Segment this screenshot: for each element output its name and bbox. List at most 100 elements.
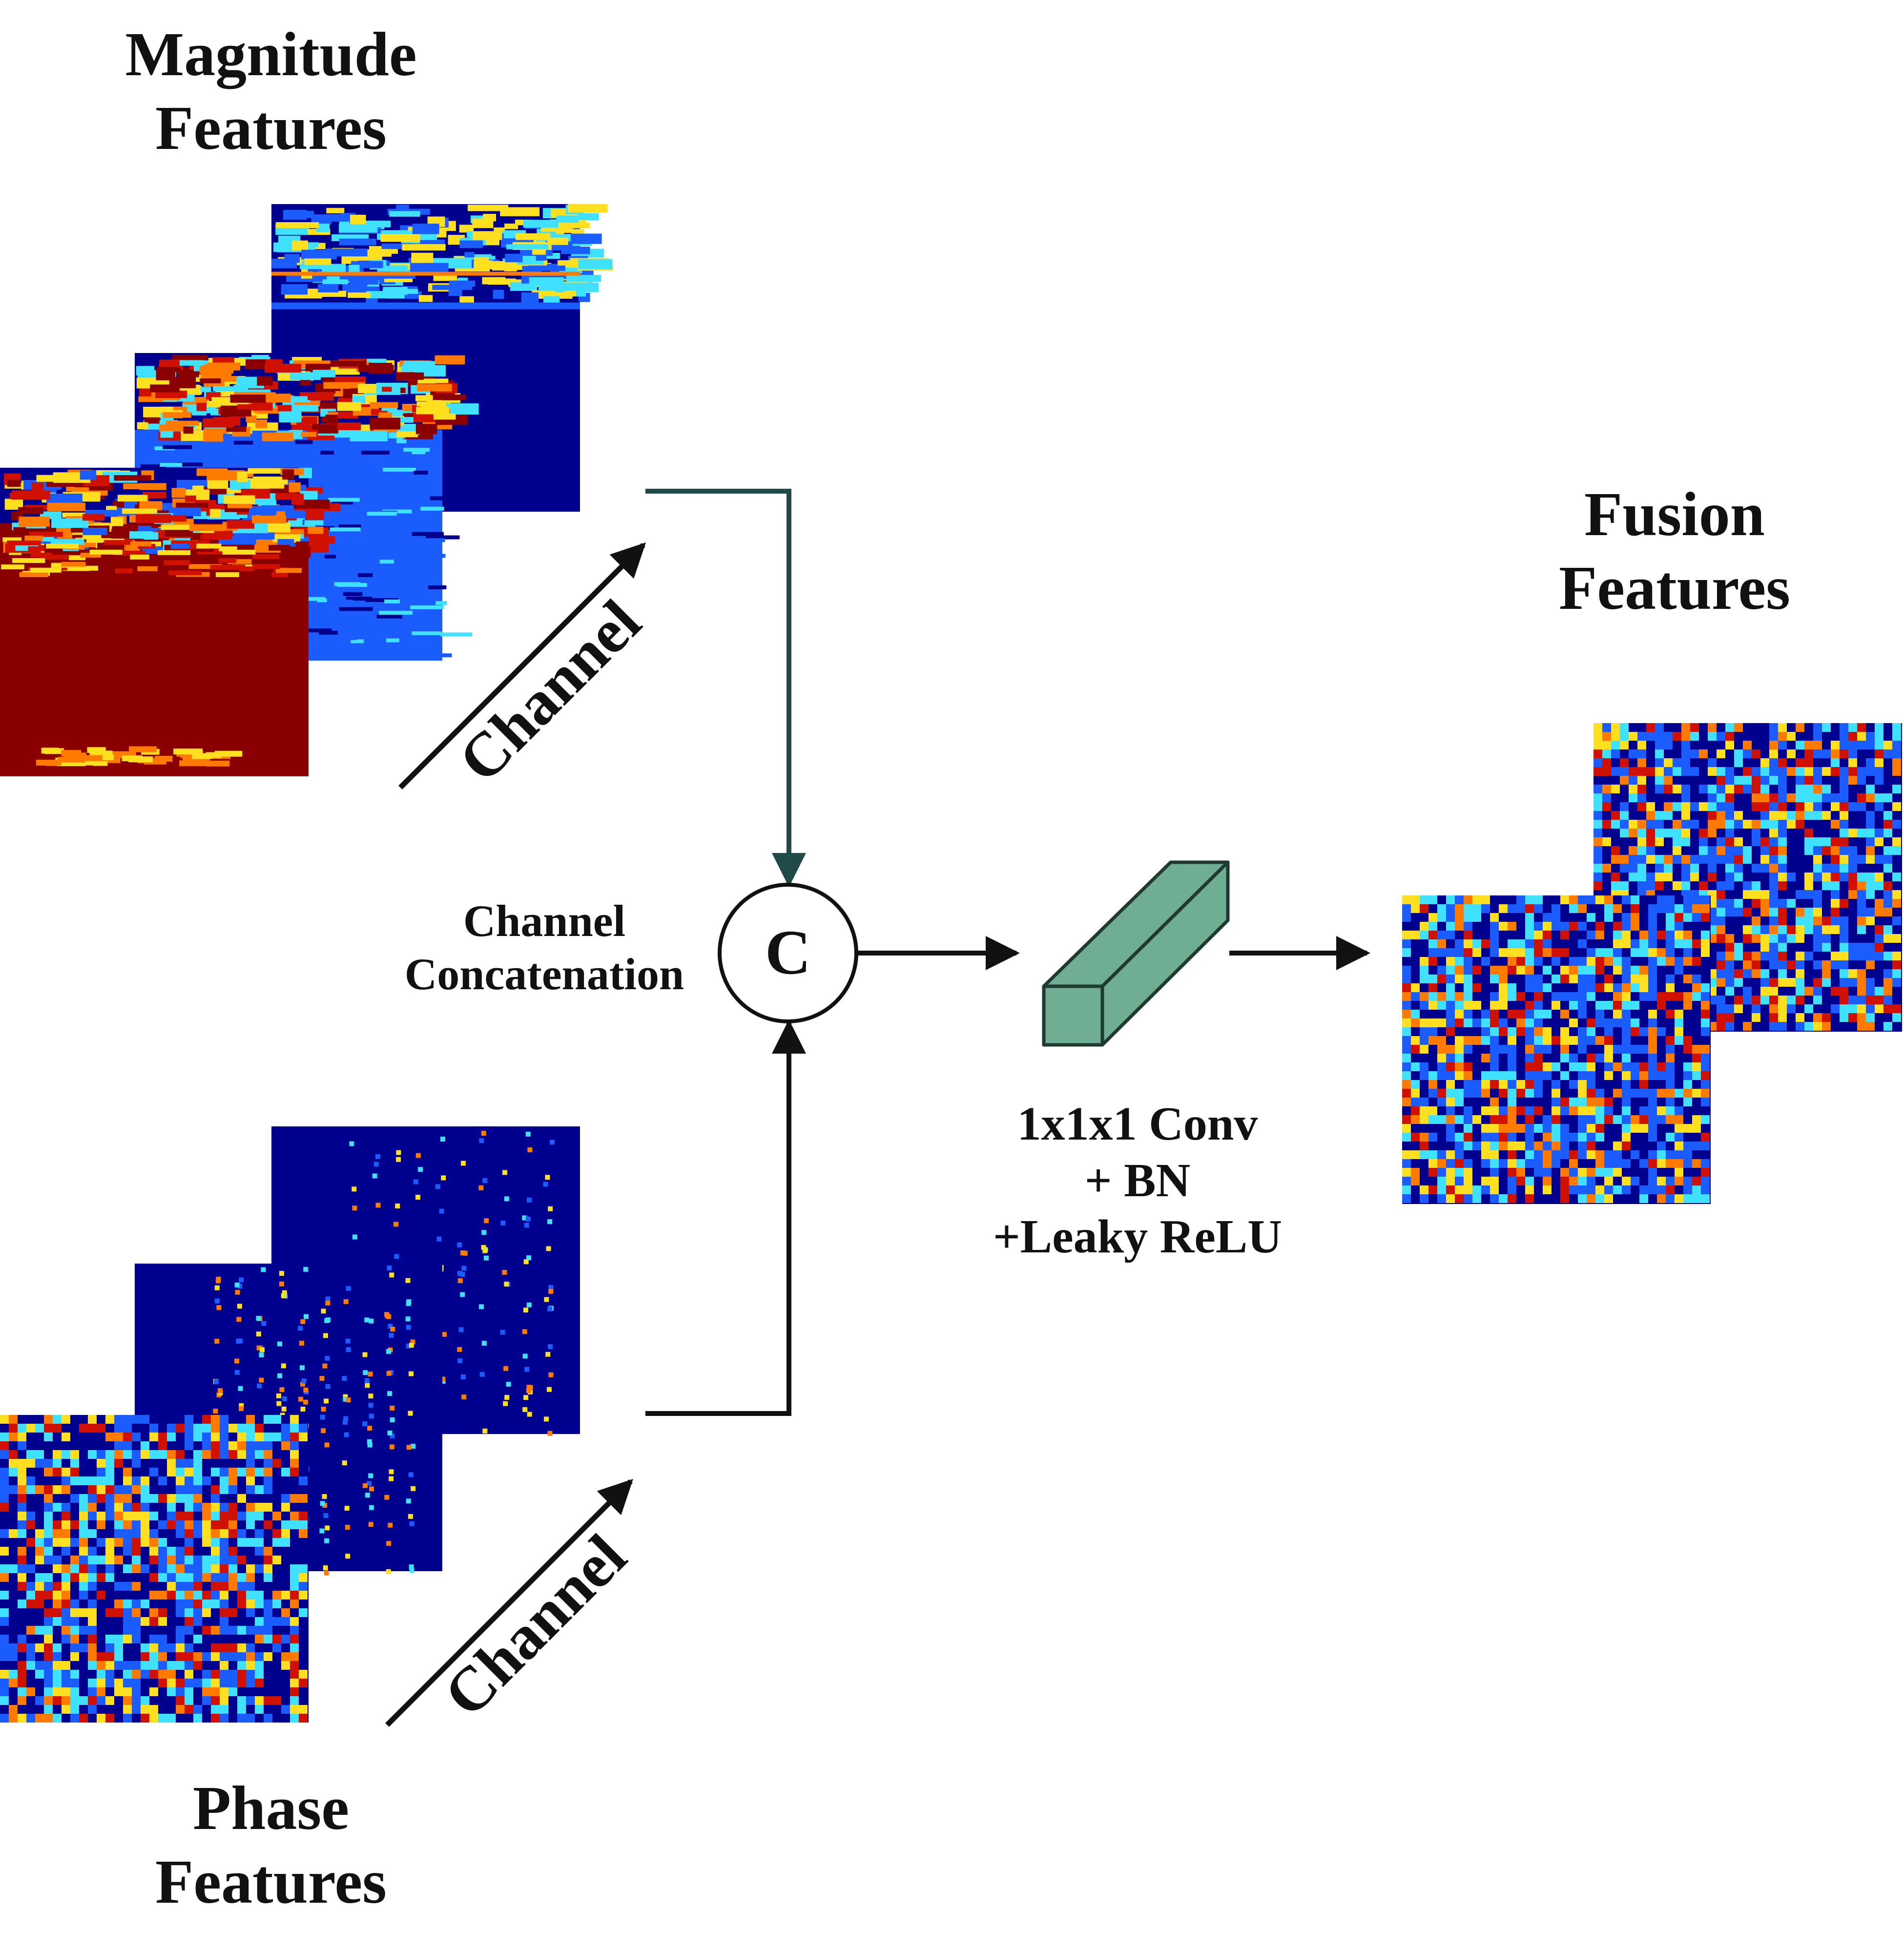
heatmap-dot: [236, 1317, 242, 1322]
heatmap-cell: [1734, 864, 1743, 873]
heatmap-cell: [193, 1714, 202, 1723]
heatmap-cell: [1840, 837, 1848, 846]
heatmap-cell: [62, 1450, 70, 1459]
heatmap-cell: [1717, 1013, 1725, 1022]
heatmap-cell: [255, 1564, 264, 1573]
heatmap-cell: [1622, 1124, 1631, 1133]
heatmap-cell: [79, 1714, 88, 1723]
heatmap-stripe: [564, 290, 576, 296]
heatmap-cell: [18, 1494, 26, 1503]
heatmap-dot: [457, 1242, 462, 1247]
heatmap-cell: [1708, 785, 1717, 793]
heatmap-cell: [1602, 820, 1611, 829]
heatmap-cell: [158, 1679, 167, 1687]
heatmap-cell: [1734, 855, 1743, 864]
heatmap-cell: [1666, 1106, 1675, 1115]
heatmap-cell: [228, 1564, 237, 1573]
heatmap-cell: [1508, 904, 1516, 913]
heatmap-cell: [1455, 975, 1464, 983]
heatmap-cell: [1683, 957, 1692, 966]
heatmap-cell: [1611, 785, 1620, 793]
heatmap-cell: [1594, 767, 1602, 776]
heatmap-cell: [1796, 996, 1804, 1004]
heatmap-cell: [1734, 846, 1743, 855]
heatmap-cell: [1637, 802, 1646, 811]
heatmap-cell: [105, 1538, 114, 1547]
heatmap-cell: [79, 1556, 88, 1564]
heatmap-cell: [1622, 895, 1631, 904]
heatmap-cell: [1883, 1004, 1892, 1013]
heatmap-cell: [1613, 1142, 1622, 1150]
heatmap-cell: [193, 1450, 202, 1459]
heatmap-stripe: [111, 529, 129, 539]
heatmap-cell: [1717, 1022, 1725, 1031]
heatmap-cell: [1752, 767, 1760, 776]
heatmap-cell: [1813, 802, 1822, 811]
heatmap-cell: [1646, 811, 1655, 820]
heatmap-cell: [1499, 1001, 1508, 1010]
heatmap-cell: [193, 1591, 202, 1600]
heatmap-cell: [1420, 1001, 1428, 1010]
heatmap-cell: [1892, 890, 1901, 899]
heatmap-stripe: [529, 277, 564, 286]
heatmap-streak: [214, 750, 243, 757]
heatmap-cell: [1637, 793, 1646, 802]
heatmap-stripe: [171, 488, 186, 498]
heatmap-cell: [1629, 767, 1637, 776]
heatmap-cell: [167, 1564, 176, 1573]
heatmap-cell: [1481, 1054, 1490, 1062]
heatmap-cell: [1639, 1071, 1648, 1080]
heatmap-cell: [220, 1608, 228, 1617]
heatmap-cell: [1594, 820, 1602, 829]
heatmap-dot: [352, 1234, 357, 1240]
heatmap-cell: [1455, 1010, 1464, 1018]
heatmap-cell: [167, 1582, 176, 1591]
heatmap-cell: [26, 1714, 35, 1723]
heatmap-cell: [1725, 811, 1734, 820]
heatmap-dot: [214, 1339, 220, 1344]
heatmap-dot: [256, 1331, 261, 1337]
heatmap-cell: [88, 1503, 97, 1512]
heatmap-cell: [1892, 1013, 1901, 1022]
heatmap-body: [0, 523, 309, 776]
heatmap-cell: [255, 1468, 264, 1476]
heatmap-cell: [1631, 1177, 1639, 1185]
heatmap-cell: [246, 1512, 255, 1520]
heatmap-cell: [1675, 1010, 1683, 1018]
heatmap-cell: [1543, 1133, 1552, 1142]
heatmap-streak: [164, 560, 190, 565]
heatmap-cell: [202, 1512, 211, 1520]
heatmap-cell: [1578, 1071, 1587, 1080]
heatmap-dot: [343, 1416, 349, 1421]
heatmap-cell: [1673, 837, 1681, 846]
heatmap-streak: [196, 543, 222, 549]
heatmap-cell: [185, 1661, 193, 1670]
heatmap-streak: [179, 760, 208, 767]
heatmap-cell: [228, 1679, 237, 1687]
heatmap-cell: [44, 1556, 53, 1564]
heatmap-cell: [1657, 948, 1666, 957]
heatmap-cell: [167, 1459, 176, 1468]
heatmap-cell: [1543, 1062, 1552, 1071]
heatmap-cell: [1778, 767, 1787, 776]
heatmap-cell: [79, 1520, 88, 1529]
heatmap-cell: [0, 1564, 9, 1573]
heatmap-cell: [1587, 1080, 1595, 1089]
heatmap-cell: [202, 1556, 211, 1564]
heatmap-cell: [1690, 820, 1699, 829]
heatmap-cell: [105, 1608, 114, 1617]
heatmap-cell: [211, 1529, 220, 1538]
heatmap-cell: [290, 1520, 299, 1529]
heatmap-cell: [105, 1415, 114, 1424]
heatmap-cell: [202, 1503, 211, 1512]
heatmap-cell: [1743, 741, 1752, 749]
heatmap-cell: [1428, 1089, 1437, 1098]
heatmap-streak: [379, 560, 394, 564]
heatmap-cell: [1420, 1150, 1428, 1159]
heatmap-cell: [1892, 820, 1901, 829]
heatmap-cell: [1831, 908, 1840, 916]
heatmap-cell: [158, 1494, 167, 1503]
channel-arrow-bottom: [385, 1479, 633, 1727]
heatmap-dot: [522, 1353, 528, 1359]
heatmap-cell: [1560, 1098, 1569, 1106]
